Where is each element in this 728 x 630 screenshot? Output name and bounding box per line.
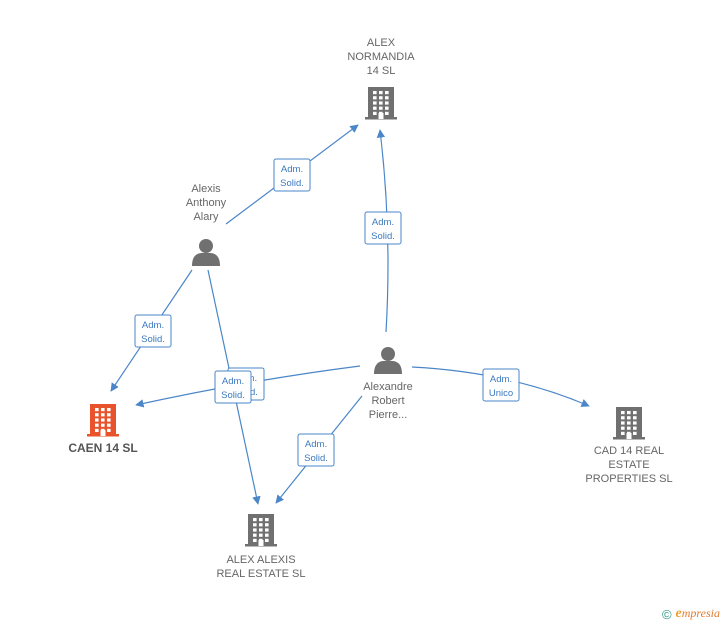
node-label-line: 14 SL	[367, 65, 396, 77]
edge-label-line: Solid.	[221, 390, 245, 401]
person-icon[interactable]	[374, 347, 402, 374]
edge-label-box	[297, 433, 335, 467]
node-label-line: CAD 14 REAL	[594, 445, 664, 457]
edge-label-line: Adm.	[372, 217, 394, 228]
edge-label-line: Solid.	[141, 334, 165, 345]
person-icon[interactable]	[192, 239, 220, 266]
building-icon[interactable]	[365, 87, 397, 120]
copyright-symbol: ©	[661, 606, 672, 622]
brand-initial: e	[675, 606, 682, 621]
footer-brand: © empresia	[662, 606, 720, 622]
building-icon[interactable]	[87, 404, 119, 437]
node-caen[interactable]: CAEN 14 SL	[68, 404, 138, 455]
edge-label-line: Solid.	[280, 178, 304, 189]
edge-label[interactable]: Adm. Solid.	[364, 211, 402, 245]
brand-logo: empresia	[676, 606, 720, 622]
node-label-line: ALEX ALEXIS	[226, 554, 295, 566]
node-label-line: Alexis	[191, 183, 221, 195]
node-label-line: Alary	[193, 211, 219, 223]
building-icon[interactable]	[245, 514, 277, 547]
node-label-line: Anthony	[186, 197, 227, 209]
edge-label-line: Unico	[489, 388, 513, 399]
edge-label-line: Solid.	[304, 453, 328, 464]
edge-label[interactable]: Adm. Solid.	[214, 370, 252, 404]
node-alexandre[interactable]: AlexandreRobertPierre...	[363, 347, 413, 421]
node-label-line: PROPERTIES SL	[585, 473, 672, 485]
node-label-line: Pierre...	[369, 409, 408, 421]
edge-label-box	[273, 158, 311, 192]
node-label-line: Alexandre	[363, 381, 413, 393]
edge-label[interactable]: Adm. Solid.	[134, 314, 172, 348]
edge-label-line: Adm.	[142, 320, 164, 331]
node-label-line: REAL ESTATE SL	[216, 568, 305, 580]
edge-label-box	[482, 368, 520, 402]
edge-label[interactable]: Adm. Unico	[482, 368, 520, 402]
edge-labels-layer: Adm. Solid. Adm. Solid. Adm. Solid. Adm. Solid.…	[134, 158, 520, 467]
edge-label-line: Solid.	[371, 231, 395, 242]
edge-label-line: Adm.	[222, 376, 244, 387]
edge-label-line: Adm.	[490, 374, 512, 385]
edge-label-line: Adm.	[281, 164, 303, 175]
node-label-line: NORMANDIA	[347, 51, 415, 63]
brand-rest: mpresia	[681, 606, 720, 620]
edge-label[interactable]: Adm. Solid.	[297, 433, 335, 467]
edge-label-line: Adm.	[305, 439, 327, 450]
node-label-line: ALEX	[367, 37, 396, 49]
building-icon[interactable]	[613, 407, 645, 440]
edge-label[interactable]: Adm. Solid.	[273, 158, 311, 192]
edge-label-box	[364, 211, 402, 245]
edges-layer	[110, 124, 590, 505]
node-label-line: ESTATE	[608, 459, 649, 471]
edge-label-box	[134, 314, 172, 348]
node-label-line: CAEN 14 SL	[68, 441, 137, 455]
node-label-line: Robert	[371, 395, 404, 407]
node-cad14[interactable]: CAD 14 REAL ESTATE PROPERTIES SL	[585, 407, 673, 485]
node-alex-normandia[interactable]: ALEX NORMANDIA 14 SL	[347, 37, 415, 120]
node-alex-alexis[interactable]: ALEX ALEXIS REAL ESTATE SL	[216, 514, 306, 580]
edge-label-box	[214, 370, 252, 404]
